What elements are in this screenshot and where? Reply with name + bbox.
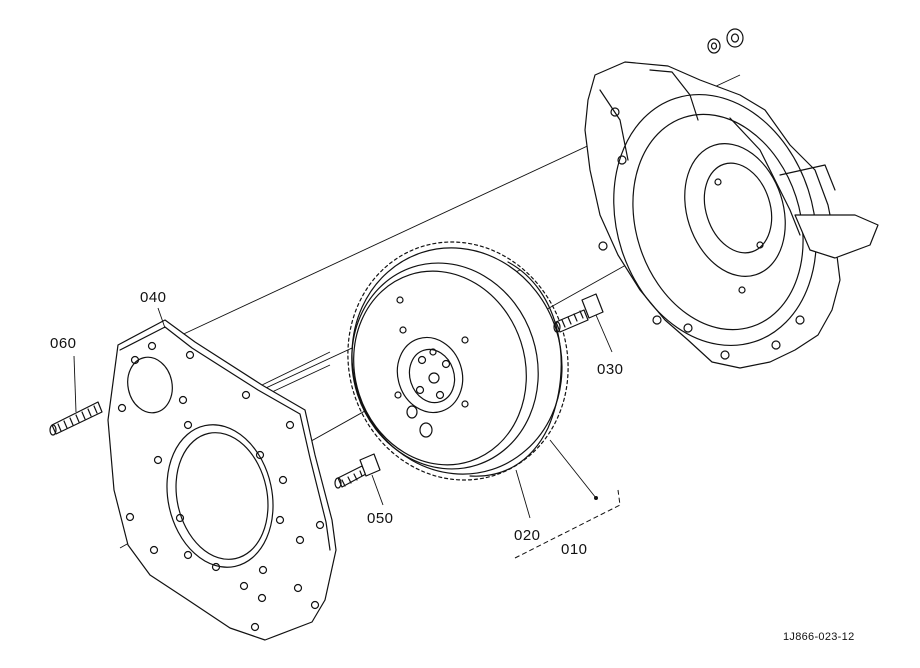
end-plate bbox=[107, 319, 337, 641]
stud-060 bbox=[49, 401, 103, 436]
drawing-code: 1J866-023-12 bbox=[783, 631, 855, 643]
label-010: 010 bbox=[561, 541, 588, 558]
label-060: 060 bbox=[50, 335, 77, 352]
flywheel-ring-gear bbox=[347, 241, 569, 481]
label-030: 030 bbox=[597, 361, 624, 378]
leader-lines bbox=[73, 307, 621, 559]
bolt-030 bbox=[553, 293, 604, 333]
flywheel-housing bbox=[584, 61, 879, 369]
leader-dot bbox=[594, 496, 598, 500]
nut-washer bbox=[707, 28, 744, 54]
label-050: 050 bbox=[367, 510, 394, 527]
label-040: 040 bbox=[140, 289, 167, 306]
bolt-050 bbox=[334, 453, 381, 489]
label-020: 020 bbox=[514, 527, 541, 544]
